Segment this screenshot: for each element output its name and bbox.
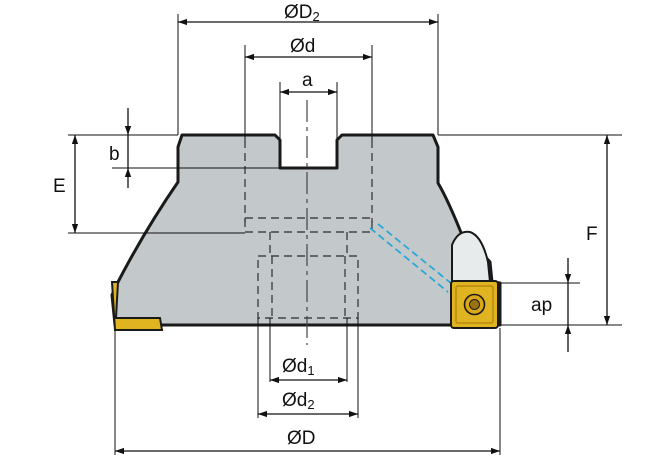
chip-pocket [451, 230, 491, 285]
label-a: a [302, 70, 313, 91]
label-d2: Ød2 [282, 390, 315, 412]
label-F: F [586, 224, 598, 245]
insert-right [450, 280, 499, 329]
extension-lines [68, 14, 622, 455]
coolant-channel [369, 223, 453, 293]
label-E: E [53, 176, 66, 197]
cutter-body [110, 133, 502, 327]
label-b: b [109, 144, 120, 165]
dimension-lines [71, 18, 611, 455]
label-D: ØD [287, 428, 316, 449]
label-d1: Ød1 [282, 356, 315, 378]
label-D2: ØD2 [284, 2, 320, 24]
label-ap: ap [531, 295, 552, 316]
hidden-lines [244, 140, 373, 319]
label-d: Ød [290, 36, 315, 57]
